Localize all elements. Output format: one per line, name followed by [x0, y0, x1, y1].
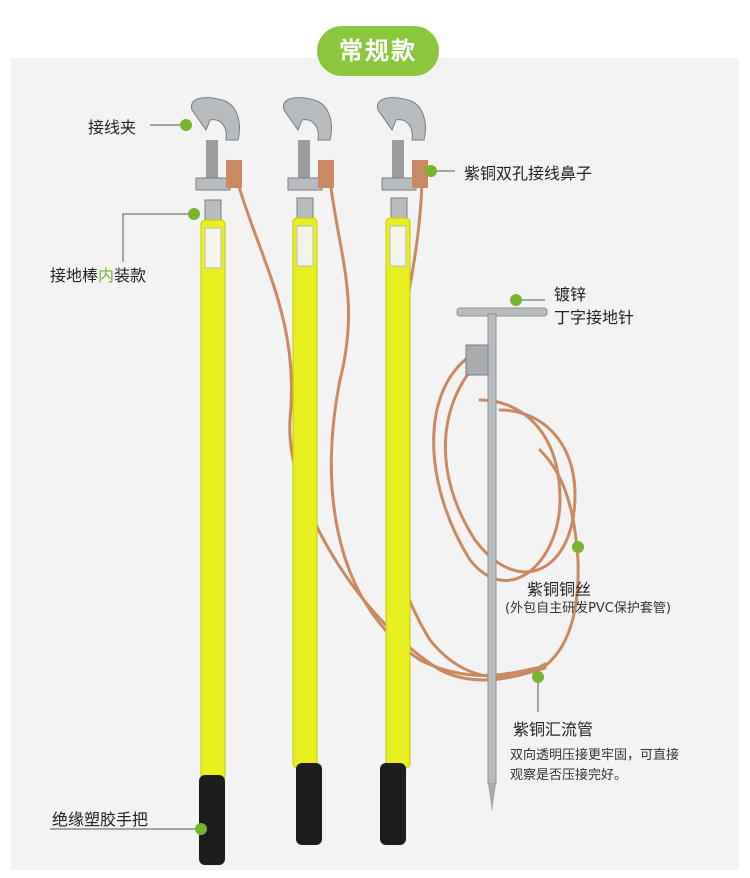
copper-cable: [432, 348, 562, 582]
title-badge: 常规款: [317, 26, 439, 76]
grounding-rod-2: [283, 97, 334, 845]
label-rod-type-c: 装款: [114, 266, 147, 285]
callout-dot: [510, 294, 522, 306]
label-wire-note: (外包自主研发PVC保护套管): [505, 601, 671, 616]
callout-dot: [425, 165, 437, 177]
callout-dot: [195, 823, 207, 835]
callout-dot: [188, 208, 200, 220]
grounding-rod-3: [377, 97, 428, 845]
label-tube-note-1: 双向透明压接更牢固，可直接: [510, 748, 680, 763]
label-tube-note-2: 观察是否压接完好。: [510, 768, 628, 783]
label-handle: 绝缘塑胶手把: [52, 810, 149, 829]
label-copper-nose: 紫铜双孔接线鼻子: [464, 164, 593, 183]
copper-cable: [328, 178, 547, 677]
callout-dot: [572, 541, 584, 553]
t-ground-pin: [456, 307, 548, 812]
label-clamp: 接线夹: [88, 118, 137, 137]
label-pin-line1: 镀锌: [554, 285, 587, 304]
callout-dot: [532, 671, 544, 683]
label-wire: 紫铜铜丝: [527, 580, 592, 599]
copper-cable: [538, 448, 580, 668]
label-rod-type: 接地棒内装款: [50, 262, 146, 286]
label-pin-line2: 丁字接地针: [554, 308, 635, 327]
background-panel: [11, 58, 739, 870]
label-rod-type-b: 内: [98, 266, 115, 285]
label-rod-type-a: 接地棒: [50, 266, 99, 285]
callout-dot: [180, 119, 192, 131]
callout-dots: [180, 119, 584, 835]
label-tube: 紫铜汇流管: [513, 720, 594, 739]
copper-cable: [443, 358, 577, 574]
grounding-rod-1: [191, 97, 242, 865]
